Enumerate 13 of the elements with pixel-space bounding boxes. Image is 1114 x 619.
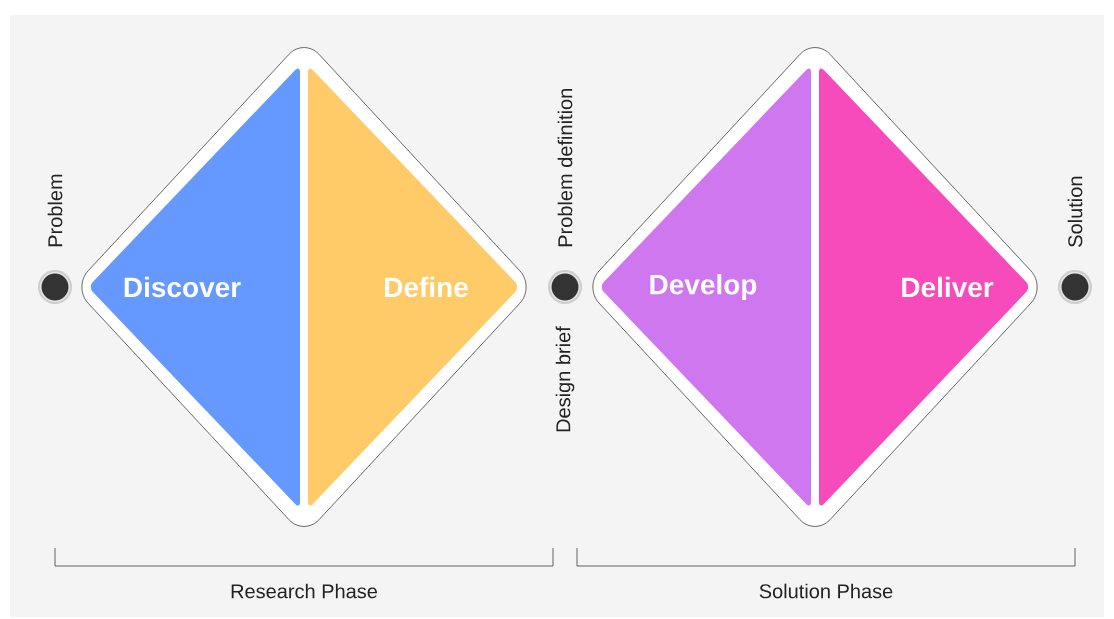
milestone-label: Design brief (555, 326, 575, 432)
phase-label: Research Phase (231, 583, 377, 599)
milestone-dot (1058, 270, 1092, 304)
phase-triangle: Discover (90, 68, 300, 506)
phase-label: Solution Phase (759, 583, 893, 599)
phase-triangle: Develop (601, 68, 811, 506)
phase-triangle: Deliver (819, 68, 1029, 506)
milestone-dot (38, 270, 72, 304)
milestone-dot (548, 270, 582, 304)
milestone-label: Solution (1067, 176, 1083, 247)
phase-triangle: Define (308, 68, 518, 506)
milestone-label: Problem (47, 174, 63, 247)
milestone-label: Problem definition (557, 89, 573, 247)
